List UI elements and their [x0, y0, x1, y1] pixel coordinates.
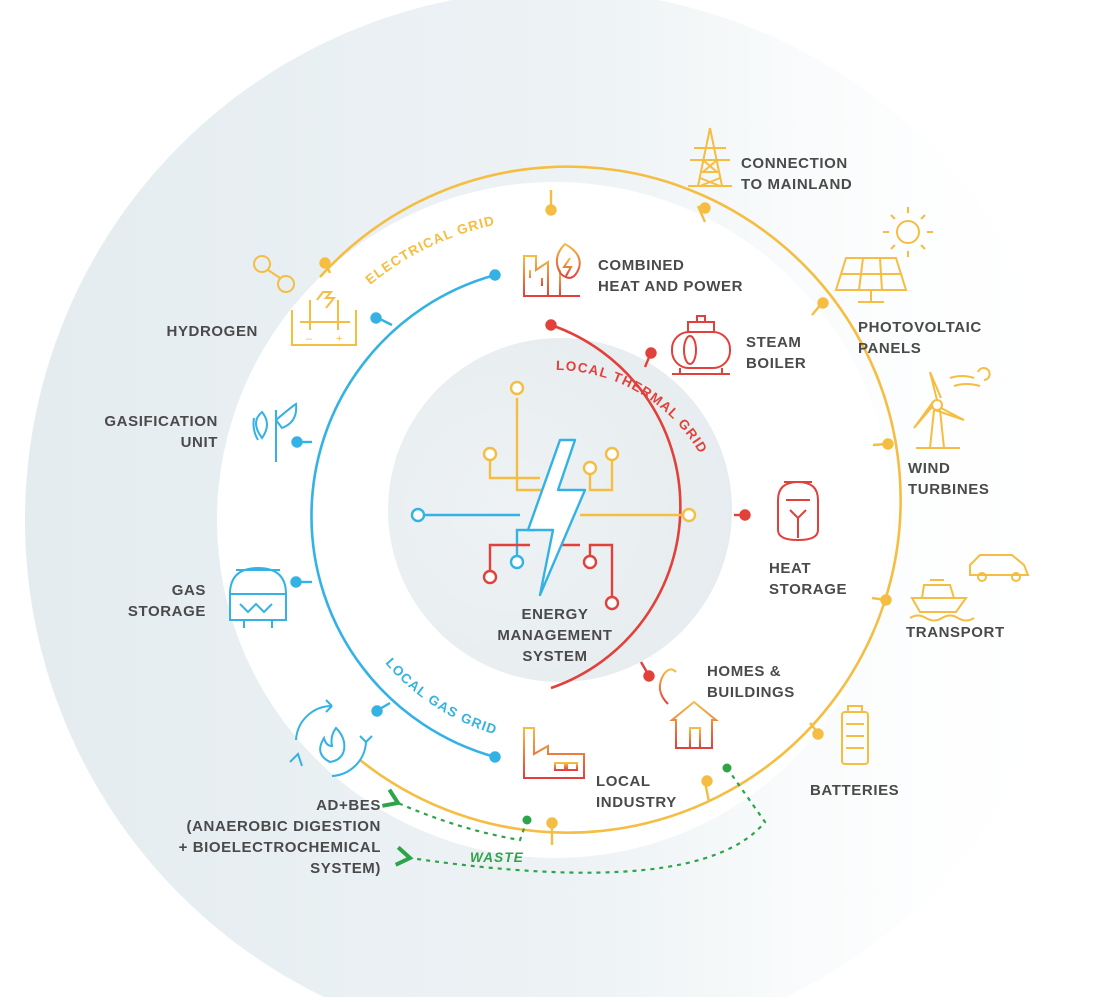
svg-text:COMBINED: COMBINED: [598, 257, 684, 274]
gas-connectors: [290, 269, 501, 763]
solar-panel-icon: [834, 207, 933, 303]
svg-text:(ANAEROBIC DIGESTION: (ANAEROBIC DIGESTION: [186, 818, 381, 835]
svg-text:BOILER: BOILER: [746, 355, 806, 372]
boiler-icon: [671, 315, 731, 375]
node-label-adbes: AD+BES (ANAEROBIC DIGESTION + BIOELECTRO…: [179, 797, 381, 877]
svg-text:STEAM: STEAM: [746, 334, 802, 351]
svg-text:HEAT: HEAT: [769, 560, 811, 577]
svg-text:UNIT: UNIT: [181, 434, 218, 451]
svg-text:HEAT AND POWER: HEAT AND POWER: [598, 278, 743, 295]
battery-icon: [841, 705, 869, 765]
node-label-heat: HEAT STORAGE: [769, 560, 847, 598]
svg-text:+ BIOELECTROCHEMICAL: + BIOELECTROCHEMICAL: [179, 839, 381, 856]
wind-turbine-icon: [913, 367, 991, 449]
factory-icon: [523, 727, 585, 779]
center-label: ENERGY MANAGEMENT SYSTEM: [497, 606, 612, 665]
node-label-mainland: CONNECTION TO MAINLAND: [741, 155, 852, 193]
svg-text:MANAGEMENT: MANAGEMENT: [497, 627, 612, 644]
recycle-flame-icon: [289, 699, 373, 777]
heat-tank-icon: [777, 480, 819, 542]
node-label-pv: PHOTOVOLTAIC PANELS: [858, 319, 982, 357]
waste-dot-industry: [522, 815, 532, 825]
house-icon: [658, 668, 719, 749]
node-label-gasstorage: GAS STORAGE: [128, 582, 206, 620]
svg-text:BATTERIES: BATTERIES: [810, 782, 899, 799]
svg-text:TURBINES: TURBINES: [908, 481, 989, 498]
electrolyser-icon: – +: [253, 255, 357, 346]
node-label-gasification: GASIFICATION UNIT: [104, 413, 218, 451]
node-label-steam: STEAM BOILER: [746, 334, 806, 372]
waste-dot-homes: [722, 763, 732, 773]
svg-text:INDUSTRY: INDUSTRY: [596, 794, 677, 811]
svg-text:HOMES &: HOMES &: [707, 663, 781, 680]
transmission-tower-icon: [688, 127, 732, 187]
car-ship-icon: [909, 554, 1030, 622]
svg-text:GAS: GAS: [172, 582, 206, 599]
node-label-transport: TRANSPORT: [906, 624, 1005, 641]
node-label-chp: COMBINED HEAT AND POWER: [598, 257, 743, 295]
svg-text:WIND: WIND: [908, 460, 950, 477]
node-label-homes: HOMES & BUILDINGS: [707, 663, 795, 701]
node-label-hydrogen: HYDROGEN: [167, 323, 258, 340]
svg-text:LOCAL: LOCAL: [596, 773, 651, 790]
gas-grid-arc: [310, 273, 496, 759]
svg-text:–: –: [306, 333, 313, 345]
electrical-connectors: [319, 190, 894, 845]
node-label-batteries: BATTERIES: [810, 782, 899, 799]
svg-text:TO MAINLAND: TO MAINLAND: [741, 176, 852, 193]
svg-text:CONNECTION: CONNECTION: [741, 155, 848, 172]
svg-text:AD+BES: AD+BES: [316, 797, 381, 814]
leaf-icon: [252, 402, 298, 462]
svg-text:STORAGE: STORAGE: [128, 603, 206, 620]
svg-text:PANELS: PANELS: [858, 340, 921, 357]
svg-text:+: +: [336, 333, 342, 345]
svg-text:BUILDINGS: BUILDINGS: [707, 684, 795, 701]
svg-text:TRANSPORT: TRANSPORT: [906, 624, 1005, 641]
svg-text:ENERGY: ENERGY: [522, 606, 589, 623]
svg-text:GASIFICATION: GASIFICATION: [104, 413, 218, 430]
lightning-bolt-icon: [526, 438, 587, 597]
thermal-grid-arc: [550, 323, 682, 690]
electrical-grid-ring: [319, 165, 902, 834]
gas-tank-icon: [229, 566, 287, 628]
thermal-connectors: [545, 319, 751, 682]
waste-flows: [382, 767, 767, 874]
svg-text:SYSTEM): SYSTEM): [310, 860, 381, 877]
node-label-wind: WIND TURBINES: [908, 460, 989, 498]
ems-circuit: [410, 380, 697, 611]
chp-plant-icon: [523, 242, 581, 297]
svg-text:SYSTEM: SYSTEM: [522, 648, 587, 665]
waste-label: WASTE: [470, 850, 524, 865]
node-label-industry: LOCAL INDUSTRY: [596, 773, 677, 811]
svg-text:STORAGE: STORAGE: [769, 581, 847, 598]
svg-text:PHOTOVOLTAIC: PHOTOVOLTAIC: [858, 319, 982, 336]
svg-text:HYDROGEN: HYDROGEN: [167, 323, 258, 340]
